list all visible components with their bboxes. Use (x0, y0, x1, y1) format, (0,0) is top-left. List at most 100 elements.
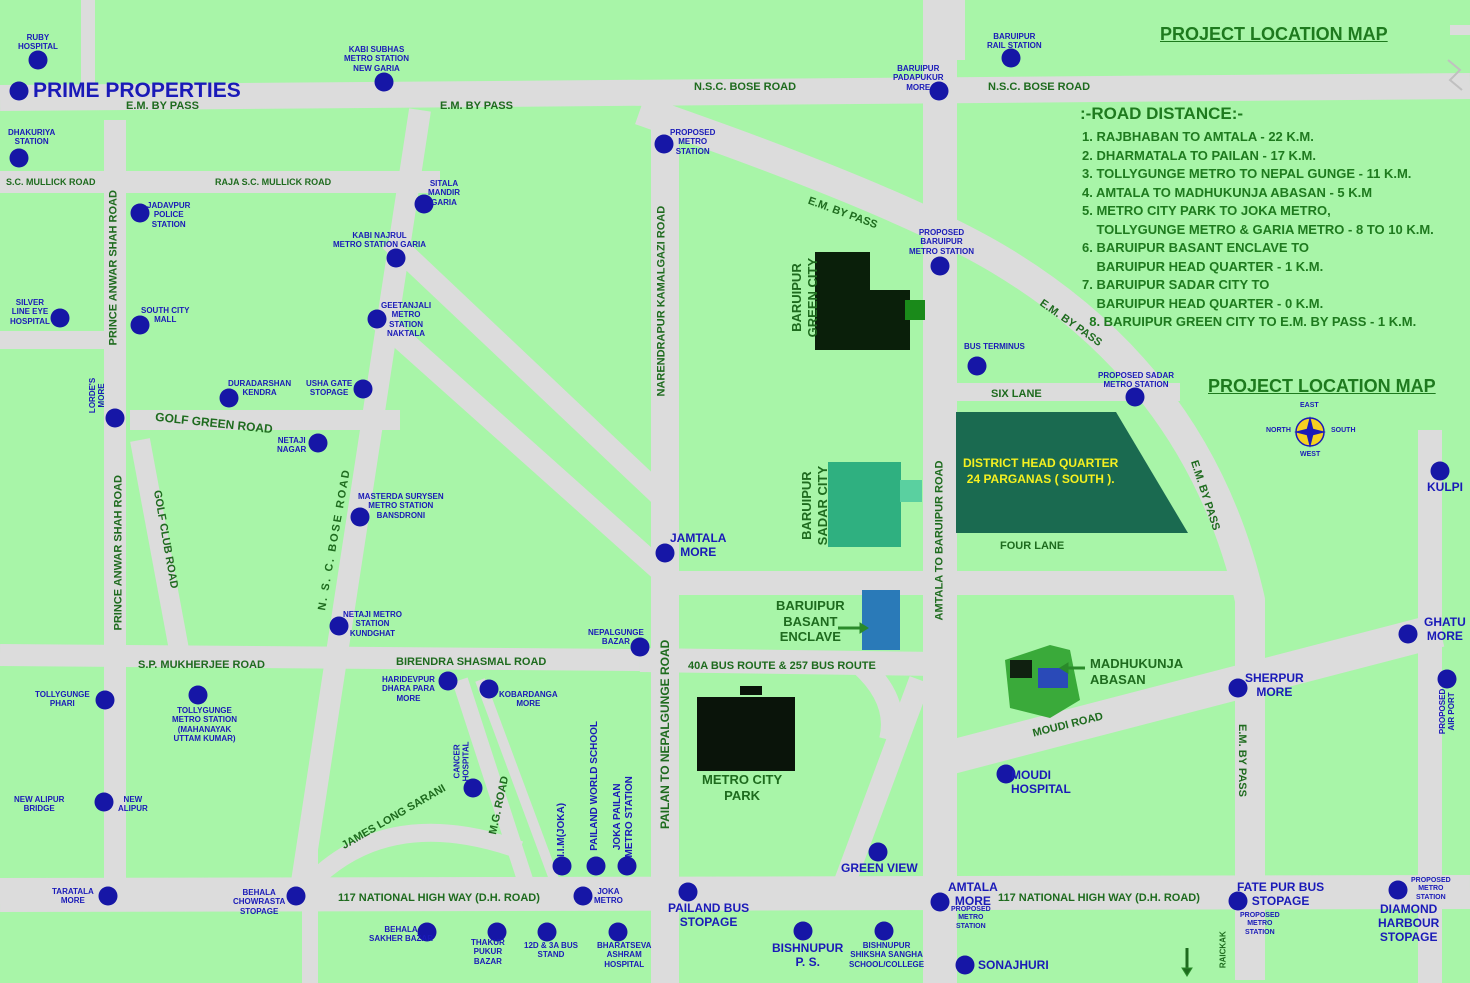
location-marker (308, 433, 328, 453)
distance-list: 1. RAJBHABAN TO AMTALA - 22 K.M. 2. DHARM… (1082, 128, 1434, 332)
location-marker (996, 764, 1016, 784)
location-marker (9, 148, 29, 168)
location-marker (868, 842, 888, 862)
location-marker (678, 882, 698, 902)
road-label-nh117-2: 117 NATIONAL HIGH WAY (D.H. ROAD) (998, 892, 1200, 904)
pointer-arrows (838, 622, 1193, 977)
location-marker (350, 507, 370, 527)
place-bharatseva: BHARATSEVA ASHRAM HOSPITAL (597, 941, 652, 969)
sadar-city-layout (828, 462, 922, 547)
madhukunja-layout (1005, 645, 1080, 718)
road-label-birendra: BIRENDRA SHASMAL ROAD (396, 656, 547, 668)
road-em-bypass-top (0, 73, 1470, 111)
place-bishnupur-school: BISHNUPUR SHIKSHA SANGHA SCHOOL/COLLEGE (849, 941, 925, 969)
place-padapukur: BARUIPUR PADAPUKUR MORE (893, 64, 944, 92)
place-netaji-metro: NETAJI METRO STATION KUNDGHAT (343, 610, 402, 638)
location-marker (1398, 624, 1418, 644)
place-proposed-airport: PROPOSED AIR PORT (1438, 688, 1457, 735)
location-marker (1125, 387, 1145, 407)
distance-item: 4. AMTALA TO MADHUKUNJA ABASAN - 5 K.M (1082, 184, 1373, 200)
place-jadavpur: JADAVPUR POLICE STATION (147, 201, 191, 229)
location-marker (130, 203, 150, 223)
place-raickak: RAICKAK (1218, 931, 1228, 969)
basant-enclave-layout (862, 590, 900, 650)
brand-name: PRIME PROPERTIES (33, 79, 241, 102)
location-marker (586, 856, 606, 876)
distance-item: 7. BARUIPUR SADAR CITY TO BARUIPUR HEAD … (1082, 277, 1324, 311)
map-title: PROJECT LOCATION MAP (1160, 24, 1388, 44)
road-label-sc-mullick: S.C. MULLICK ROAD (6, 177, 96, 187)
location-marker (28, 50, 48, 70)
place-amtala: AMTALA MORE (948, 880, 998, 908)
location-marker (286, 886, 306, 906)
location-marker (617, 856, 637, 876)
place-proposed-baruipur: PROPOSED BARUIPUR METRO STATION (909, 228, 975, 256)
distance-item: 1. RAJBHABAN TO AMTALA - 22 K.M. (1082, 129, 1314, 144)
place-green-view: GREEN VIEW (841, 861, 918, 875)
place-kabi-najrul: KABI NAJRUL METRO STATION GARIA (333, 231, 427, 250)
location-marker (487, 922, 507, 942)
road-label-nsc-bose-2: N.S.C. BOSE ROAD (988, 81, 1091, 93)
road-green-view (829, 676, 931, 899)
road-label-amtala-baruipur: AMTALA TO BARUIPUR ROAD (933, 460, 946, 621)
place-jamtala: JAMTALA MORE (670, 531, 727, 559)
place-new-alipur: NEW ALIPUR (118, 795, 148, 814)
road-bus-route-curve (852, 655, 903, 743)
location-marker (329, 616, 349, 636)
road-label-em-bypass-1: E.M. BY PASS (126, 100, 199, 112)
road-label-nh117-1: 117 NATIONAL HIGH WAY (D.H. ROAD) (338, 892, 540, 904)
location-marker (219, 388, 239, 408)
location-marker (573, 886, 593, 906)
place-taratala: TARATALA MORE (52, 887, 94, 906)
distance-heading: :-ROAD DISTANCE:- (1080, 104, 1244, 123)
road-naktala-diag (372, 311, 668, 579)
place-baruipur-rail: BARUIPUR RAIL STATION (987, 32, 1042, 51)
project-basant-enclave: BARUIPUR BASANT ENCLAVE (776, 598, 845, 645)
road-bus-route (639, 648, 941, 676)
place-masterda: MASTERDA SURYSEN METRO STATION BANSDRONI (358, 492, 444, 520)
location-marker (417, 922, 437, 942)
road-moudi (935, 613, 1445, 777)
location-marker (479, 679, 499, 699)
place-new-alipur-bridge: NEW ALIPUR BRIDGE (14, 795, 65, 814)
road-label-prince-anwar-2: PRINCE ANWAR SHAH ROAD (112, 475, 125, 631)
project-madhukunja: MADHUKUNJA ABASAN (1090, 656, 1184, 687)
distance-item: 3. TOLLYGUNGE METRO TO NEPAL GUNGE - 11 … (1082, 166, 1412, 181)
road-label-em-bypass-6: E.M. BY PASS (1235, 724, 1248, 797)
location-marker (438, 671, 458, 691)
distance-item: 6. BARUIPUR BASANT ENCLAVE TO BARUIPUR H… (1082, 240, 1324, 274)
green-city-layout (815, 252, 925, 350)
place-proposed-metro-3: PROPOSED METRO STATION (1240, 912, 1280, 936)
location-marker (414, 194, 434, 214)
location-marker (1228, 891, 1248, 911)
place-proposed-sadar: PROPOSED SADAR METRO STATION (1098, 371, 1175, 390)
location-marker (874, 921, 894, 941)
place-moudi-hospital: MOUDI HOSPITAL (1011, 768, 1071, 796)
road-label-four-lane: FOUR LANE (1000, 540, 1065, 552)
location-marker (793, 921, 813, 941)
place-dhakuriya: DHAKURIYA STATION (8, 128, 56, 147)
place-silver-line: SILVER LINE EYE HOSPITAL (10, 298, 50, 326)
road-label-raja-sc-mullick: RAJA S.C. MULLICK ROAD (215, 177, 332, 187)
location-marker (630, 637, 650, 657)
place-lordes: LORDE'S MORE (88, 377, 107, 414)
place-nepalgunge: NEPALGUNGE BAZAR (588, 628, 644, 647)
place-diamond: DIAMOND HARBOUR STOPAGE (1378, 902, 1440, 944)
place-behala-sakher: BEHALA SAKHER BAZAR (369, 925, 433, 944)
place-pailand-school: PAILAND WORLD SCHOOL (589, 720, 601, 851)
road-label-nsc-bose-1: N.S.C. BOSE ROAD (694, 81, 797, 93)
place-bus-terminus: BUS TERMINUS (964, 342, 1025, 351)
place-joka-metro: JOKA METRO (594, 887, 623, 906)
place-fatepur: FATE PUR BUS STOPAGE (1237, 880, 1325, 908)
location-marker (463, 778, 483, 798)
road-garia-diag (382, 232, 673, 508)
location-markers (9, 48, 1457, 975)
metro-city-park-layout (697, 686, 795, 771)
place-bus-stand: 12D & 3A BUS STAND (524, 941, 578, 960)
location-marker (105, 408, 125, 428)
location-marker (9, 81, 29, 101)
distance-item: 2. DHARMATALA TO PAILAN - 17 K.M. (1082, 147, 1316, 163)
location-marker (353, 379, 373, 399)
